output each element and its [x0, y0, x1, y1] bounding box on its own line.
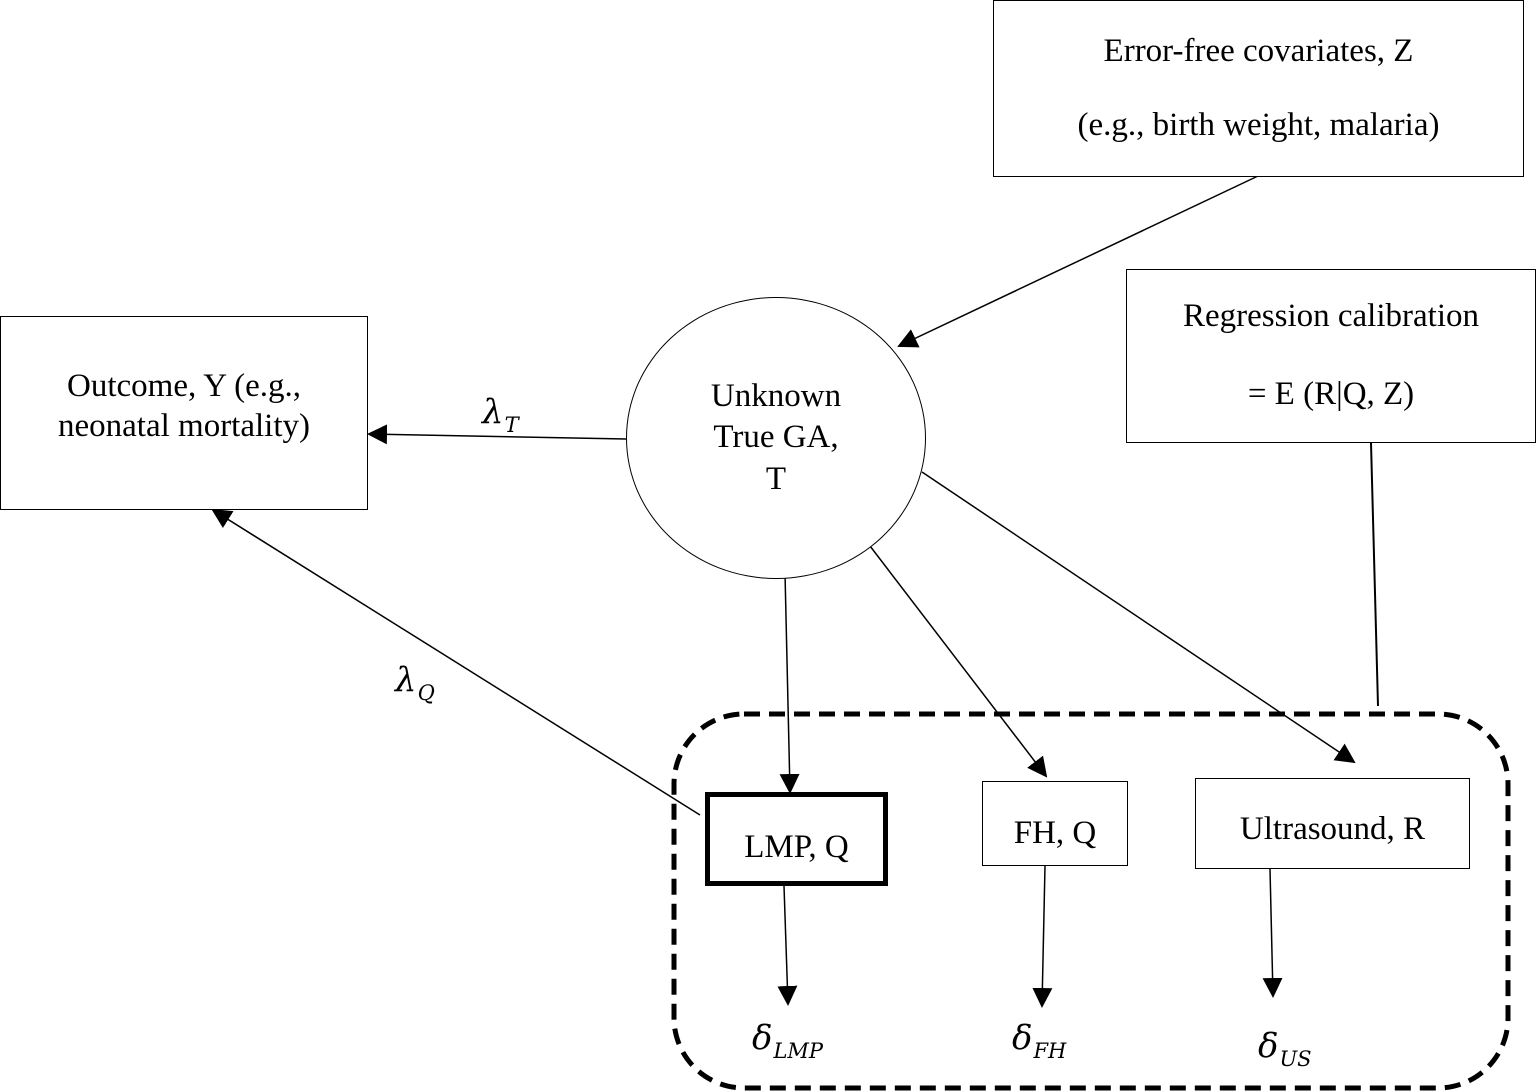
- delta-fh-symbol: δ: [1012, 1018, 1033, 1058]
- delta-us-label: δUS: [1258, 1026, 1312, 1071]
- ultrasound-label: Ultrasound, R: [1239, 810, 1426, 847]
- lambda-t-subscript: T: [504, 413, 519, 437]
- regression-calibration-box: Regression calibration = E (R|Q, Z): [1126, 269, 1536, 443]
- delta-lmp-symbol: δ: [752, 1018, 773, 1058]
- delta-fh-subscript: FH: [1033, 1039, 1067, 1063]
- fh-label: FH, Q: [1013, 814, 1097, 851]
- fh-box: FH, Q: [982, 781, 1128, 866]
- arrow-lmp-to-outcome: [211, 508, 701, 816]
- lmp-box: LMP, Q: [705, 792, 888, 886]
- arrow-lmp-to-error: [777, 885, 798, 1006]
- covariates-example: (e.g., birth weight, malaria): [1077, 106, 1440, 143]
- arrow-true-ga-to-fh: [869, 545, 1048, 778]
- outcome-box: Outcome, Y (e.g., neonatal mortality): [0, 316, 368, 510]
- outcome-example: neonatal mortality): [58, 408, 310, 444]
- arrow-ultrasound-to-error: [1262, 868, 1283, 998]
- arrow-true-ga-to-lmp: [779, 572, 800, 794]
- lmp-label: LMP, Q: [744, 829, 849, 866]
- covariates-label: Error-free covariates, Z: [1103, 32, 1414, 69]
- lambda-q-symbol: λ: [395, 660, 417, 700]
- line-regression-to-group: [1370, 442, 1379, 707]
- covariates-box: Error-free covariates, Z (e.g., birth we…: [993, 0, 1524, 177]
- lambda-q-label: λQ: [395, 660, 435, 705]
- arrow-true-ga-to-outcome: [367, 424, 627, 445]
- delta-lmp-subscript: LMP: [773, 1039, 824, 1063]
- ultrasound-box: Ultrasound, R: [1195, 778, 1470, 869]
- true-ga-line3: T: [765, 460, 787, 497]
- arrow-covariates-to-true-ga: [897, 175, 1259, 348]
- lambda-t-label: λT: [482, 392, 519, 437]
- lambda-q-subscript: Q: [417, 681, 435, 705]
- regression-label: Regression calibration: [1182, 298, 1479, 335]
- arrow-true-ga-to-ultrasound: [921, 471, 1356, 764]
- lambda-t-symbol: λ: [482, 392, 504, 432]
- arrow-fh-to-error: [1032, 865, 1053, 1008]
- delta-fh-label: δFH: [1012, 1018, 1066, 1063]
- true-ga-line2: True GA,: [713, 419, 839, 456]
- regression-formula: = E (R|Q, Z): [1247, 376, 1415, 412]
- delta-us-subscript: US: [1279, 1047, 1312, 1071]
- outcome-label: Outcome, Y (e.g.,: [67, 368, 301, 405]
- true-ga-line1: Unknown: [710, 378, 842, 415]
- delta-us-symbol: δ: [1258, 1026, 1279, 1066]
- true-ga-node: Unknown True GA, T: [626, 297, 926, 579]
- delta-lmp-label: δLMP: [752, 1018, 823, 1063]
